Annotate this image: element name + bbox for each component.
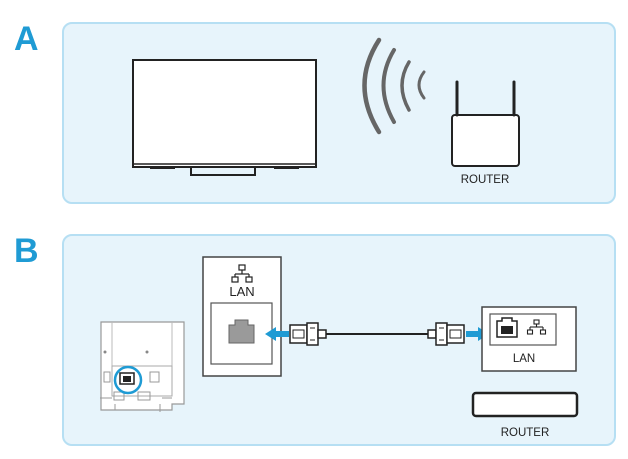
cable-plug-icon-right xyxy=(427,322,465,346)
lan-label-tv: LAN xyxy=(229,284,254,299)
router-label-a: ROUTER xyxy=(461,174,510,186)
ethernet-port-icon xyxy=(228,319,255,344)
router-box-icon xyxy=(471,391,579,418)
cable-plug-icon xyxy=(289,322,327,346)
router-label-b: ROUTER xyxy=(501,427,550,439)
network-icon-router xyxy=(526,319,547,335)
tv-icon xyxy=(132,59,317,176)
arrow-left-icon xyxy=(265,327,289,341)
router-lan-callout xyxy=(481,306,577,372)
lan-label-router: LAN xyxy=(513,353,535,365)
network-icon xyxy=(231,264,253,283)
wifi-waves-icon xyxy=(362,37,426,135)
router-icon xyxy=(451,80,520,167)
panel-b-letter: B xyxy=(14,232,39,270)
tv-rear-icon xyxy=(100,321,185,412)
panel-a-letter: A xyxy=(14,20,39,58)
tv-lan-callout xyxy=(202,256,282,377)
tv-lan-port-highlight xyxy=(113,365,143,395)
